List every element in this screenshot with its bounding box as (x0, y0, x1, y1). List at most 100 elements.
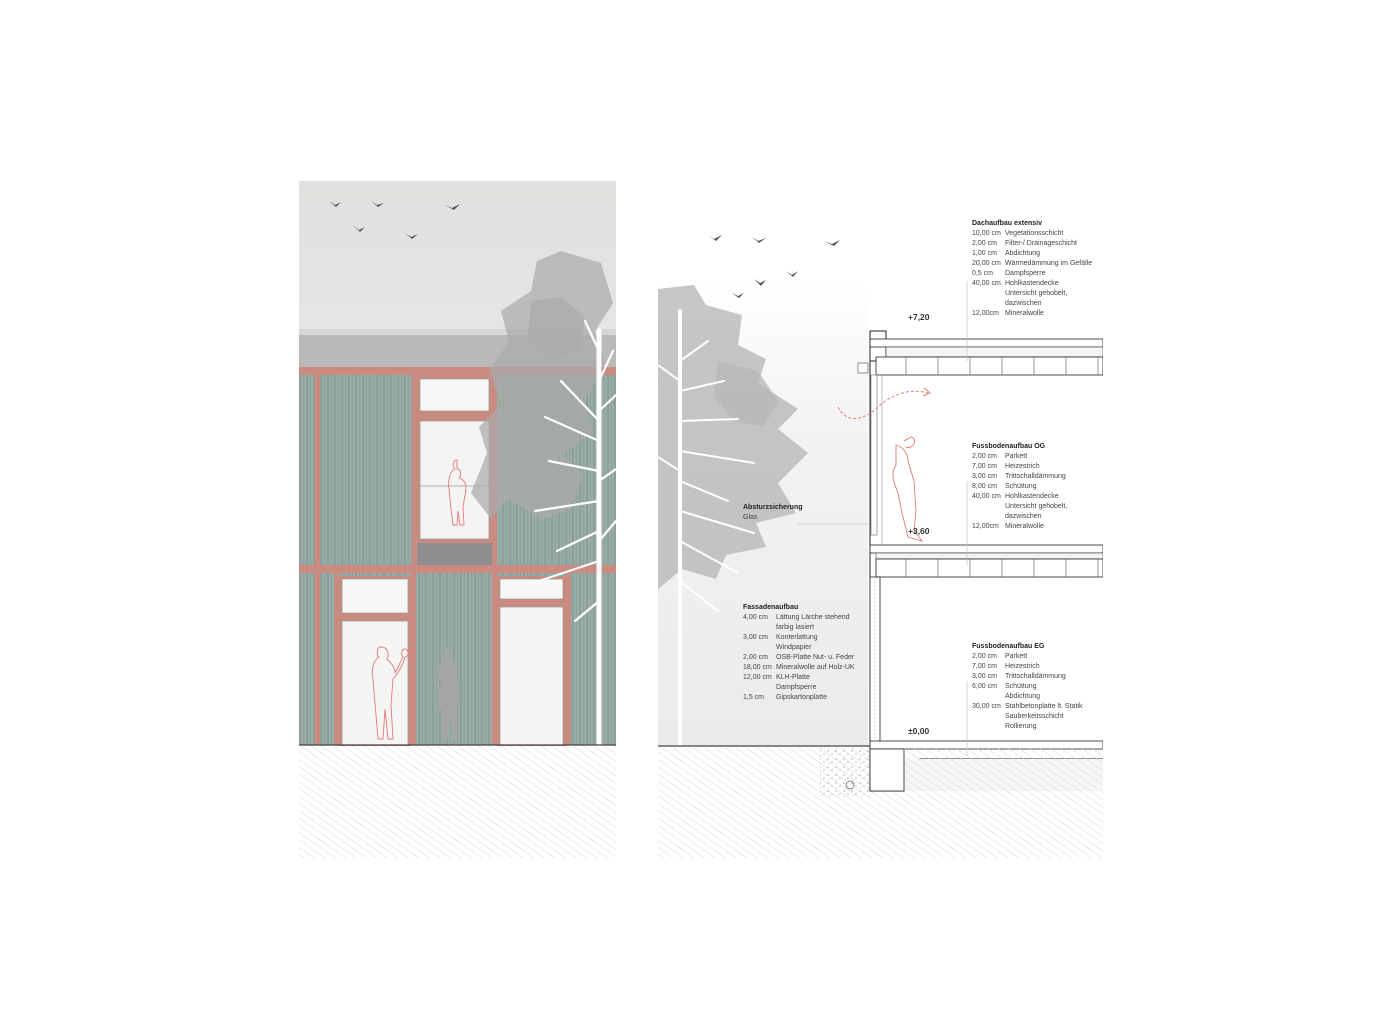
spec-row: 2,00 cm Parkett (972, 652, 1082, 662)
spec-layer: Abdichtung (1005, 250, 1041, 257)
spec-title: Dachaufbau extensiv (972, 220, 1043, 227)
spec-layer: farbig lasiert (776, 624, 815, 631)
spec-thickness: 20,00 cm (972, 260, 1001, 267)
lower-window-left (339, 576, 411, 746)
spec-layer: Parkett (1005, 653, 1028, 660)
spec-thickness (743, 683, 776, 693)
spec-layer: Sauberkeitsschicht (1005, 713, 1064, 720)
spec-thickness: 2,00 cm (972, 653, 997, 660)
spec-layer: Stahlbetonplatte lt. Statik (1005, 703, 1083, 710)
spec-layer: Lättung Lärche stehend (776, 614, 850, 621)
spec-layer: Gipskartonplatte (776, 694, 827, 701)
spec-layer: Schüttung (1005, 483, 1037, 490)
spec-title: Fussbodenaufbau OG (972, 443, 1046, 450)
spec-layer: Rollierung (1005, 723, 1037, 730)
bird-icon (752, 237, 766, 243)
spec-layer: Dampfsperre (776, 684, 817, 691)
spec-thickness: 7,00 cm (972, 663, 997, 670)
spec-layer: KLH-Platte (776, 674, 810, 681)
bird-icon (732, 293, 744, 298)
spec-layer: Trittschalldämmung (1005, 673, 1066, 680)
head-band (299, 367, 616, 375)
spec-thickness (972, 712, 1005, 722)
spec-thickness (972, 722, 1005, 732)
section-svg (658, 235, 1103, 858)
spec-thickness (972, 512, 1005, 522)
roof-ribs (905, 357, 1099, 375)
spec-row: Untersicht gehobelt, (972, 502, 1067, 512)
spec-layer: Heizestrich (1005, 463, 1040, 470)
spec-row: 12,00cm Mineralwolle (972, 309, 1092, 319)
bird-icon (786, 271, 798, 277)
spec-thickness: 6,00 cm (972, 683, 997, 690)
spec-thickness: 0,5 cm (972, 270, 994, 277)
bird-icon (708, 235, 722, 241)
level-label-og: +3,60 (908, 526, 930, 536)
spec-row: 3,00 cm Konterlattung (743, 633, 855, 643)
spec-layer: Vegetationsschicht (1005, 230, 1064, 237)
bird-icon (353, 225, 365, 232)
spec-row: 7,00 cm Heizestrich (972, 662, 1082, 672)
spec-row: Windpapier (743, 643, 855, 653)
spec-layer: Mineralwolle auf Holz-UK (776, 664, 855, 671)
spec-thickness: 1,5 cm (743, 694, 765, 701)
bird-icon (405, 233, 418, 239)
spec-row: 1,5 cm Gipskartonplatte (743, 693, 855, 703)
spec-layer: OSB-Platte Nut- u. Feder (776, 654, 855, 661)
spec-title: Fussbodenaufbau EG (972, 643, 1045, 650)
spec-thickness: 8,00 cm (972, 483, 997, 490)
spec-row: farbig lasiert (743, 623, 855, 633)
birds-group (329, 201, 460, 239)
absturzsicherung-sub: Glas (743, 514, 758, 521)
floor-ribs (905, 559, 1099, 577)
spec-fussboden-eg: Fussbodenaufbau EG 2,00 cm Parkett 7,00 cm H… (972, 642, 1082, 732)
spec-layer: Wärmedämmung im Gefälle (1005, 260, 1093, 267)
human-outline (371, 646, 409, 740)
spec-thickness: 3,00 cm (743, 634, 768, 641)
spec-row: Dampfsperre (743, 683, 855, 693)
spec-thickness: 40,00 cm (972, 280, 1001, 287)
spec-thickness: 12,00cm (972, 310, 999, 317)
spec-layer: Parkett (1005, 453, 1028, 460)
spec-row: Untersicht gehobelt, (972, 289, 1092, 299)
spec-layer: Abdichtung (1005, 693, 1041, 700)
roof-band (299, 329, 616, 335)
bird-icon (445, 204, 460, 210)
spec-layer: Filter-/ Drainageschicht (1005, 240, 1077, 247)
human-outline (448, 459, 467, 526)
spec-thickness (972, 299, 1005, 309)
elevation-svg (299, 181, 616, 858)
level-label-eg: ±0,00 (908, 726, 930, 736)
spec-thickness (743, 643, 776, 653)
bird-icon (371, 201, 384, 207)
level-label-roof: +7,20 (908, 312, 930, 322)
bird-icon (754, 279, 766, 286)
spec-layer: Mineralwolle (1005, 523, 1044, 530)
floor-band (299, 565, 616, 573)
spec-thickness: 1,00 cm (972, 250, 997, 257)
spec-row: 1,00 cm Abdichtung (972, 249, 1092, 259)
bird-icon (824, 240, 840, 246)
tree-canopy (658, 285, 808, 589)
leader-lines (798, 281, 968, 756)
spec-thickness: 2,00 cm (972, 453, 997, 460)
spec-layer: Mineralwolle (1005, 310, 1044, 317)
spec-row: Abdichtung (972, 692, 1082, 702)
ground-hatch (299, 746, 616, 858)
spec-layer: Konterlattung (776, 634, 818, 641)
elevation-drawing (299, 181, 616, 858)
absturzsicherung-note: Absturzsicherung Glas (743, 503, 803, 523)
spec-layer: Heizestrich (1005, 663, 1040, 670)
spec-layer: Untersicht gehobelt, (1005, 503, 1068, 510)
